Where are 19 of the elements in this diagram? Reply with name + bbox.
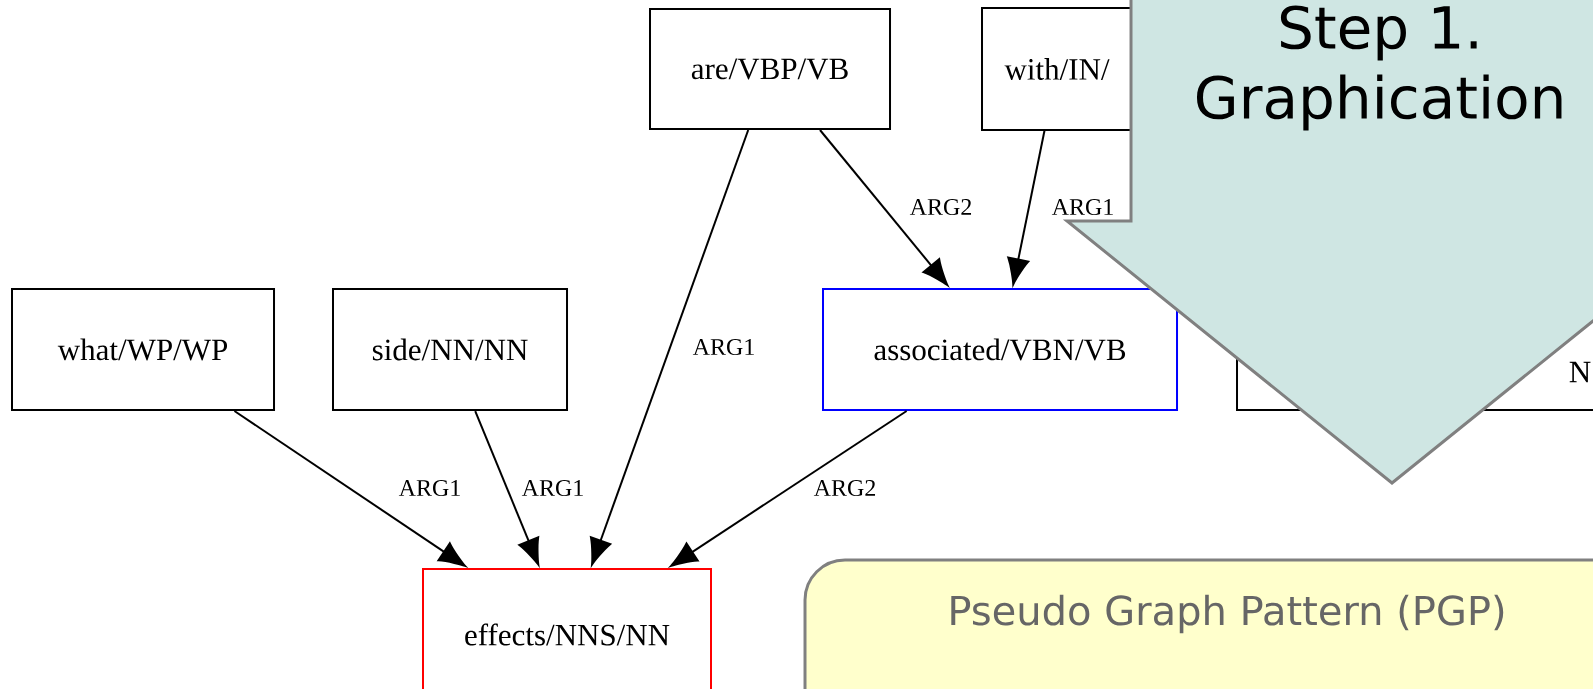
word-box: side/NN/NN [332,288,568,411]
arrow [1007,129,1046,286]
word-box: associated/VBN/VB [822,288,1178,411]
edge-label: ARG2 [908,197,974,217]
edge-label: ARG2 [812,478,878,498]
word-box: with/IN/ [981,7,1133,131]
arrow [589,129,750,566]
pattern-box: Pseudo Graph Pattern (PGP) [803,558,1593,689]
edge-label: ARG1 [397,478,463,498]
word-box: effects/NNS/NN [422,568,712,689]
arrow [474,410,540,566]
arrow [819,129,949,286]
edge-label: ARG1 [520,478,586,498]
arrow [233,410,466,567]
word-label: N [1569,361,1591,383]
word-box: are/VBP/VB [649,8,891,130]
arrow [670,410,908,567]
edge-label: ARG1 [691,337,757,357]
word-box: what/WP/WP [11,288,275,411]
